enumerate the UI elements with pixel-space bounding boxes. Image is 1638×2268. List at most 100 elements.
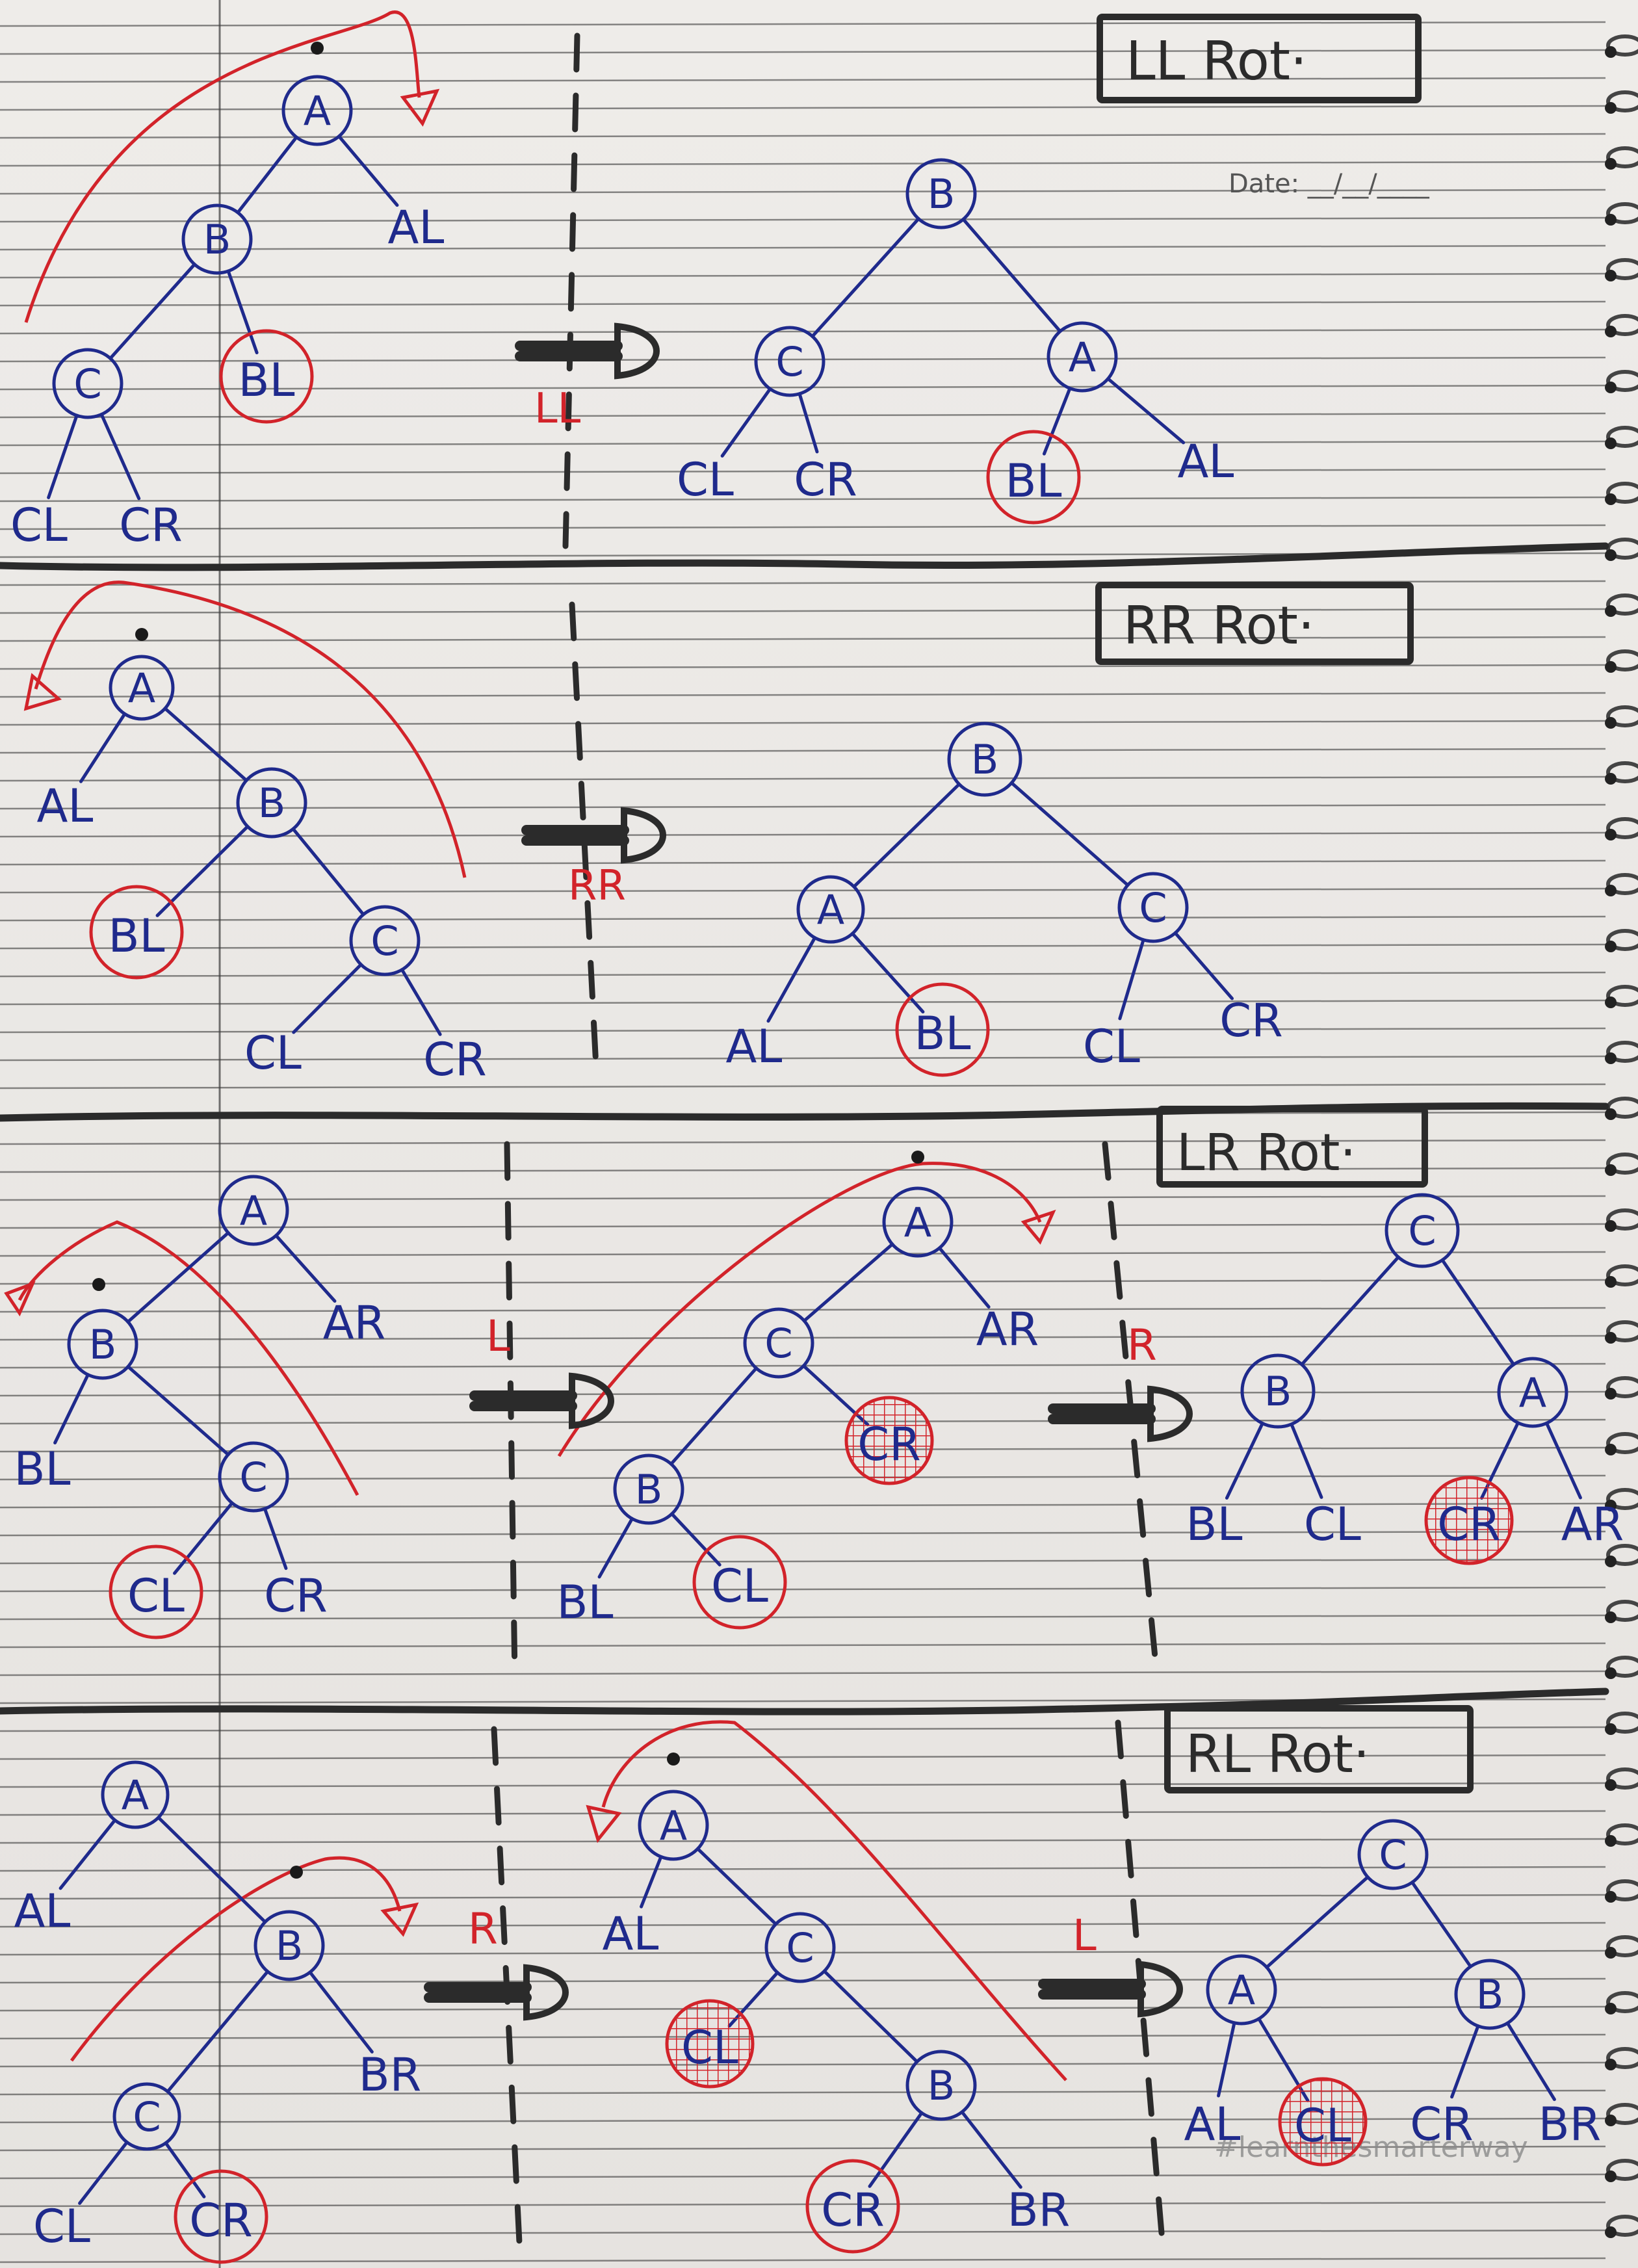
- node-label: C: [370, 917, 398, 965]
- node-circle: [1384, 1193, 1460, 1268]
- node-label: C: [133, 2093, 161, 2141]
- moved-subtree-marker: [1424, 1476, 1514, 1565]
- step-label-ll: LL: [534, 385, 581, 433]
- leaf-label: AL: [603, 1907, 659, 1961]
- tree-edge: [670, 1512, 722, 1567]
- tree-edge: [126, 1231, 230, 1323]
- node-label: A: [904, 1199, 931, 1246]
- node-label: B: [1264, 1368, 1292, 1415]
- leaf-label: CL: [677, 453, 734, 506]
- tree-edge: [1042, 386, 1072, 456]
- node-circle: [947, 722, 1022, 797]
- leaf-label: AL: [1178, 435, 1234, 488]
- node-label: C: [239, 1453, 267, 1501]
- node-circle: [236, 767, 307, 839]
- node-label: C: [73, 360, 101, 408]
- leaf-label: CL: [1304, 1498, 1361, 1551]
- leaf-label: AL: [14, 1884, 71, 1938]
- tree-edge: [47, 413, 79, 499]
- node-label: A: [304, 87, 331, 135]
- leaf-label: CL: [33, 2200, 90, 2253]
- tree-edge: [274, 1234, 337, 1303]
- heavy-nodes: [92, 42, 924, 1879]
- node-label: C: [1139, 884, 1167, 932]
- ruled-lines: [0, 21, 1606, 2263]
- highlight-circle: [895, 982, 990, 1077]
- node-label: B: [258, 779, 286, 827]
- tree-edge: [1217, 2021, 1236, 2098]
- tree-edge: [766, 936, 817, 1023]
- leaf-label: BL: [914, 1007, 970, 1060]
- leaf-label: BL: [14, 1442, 70, 1496]
- tree-edge: [337, 135, 399, 207]
- highlight-circle: [89, 885, 184, 980]
- leaf-label: AR: [1561, 1498, 1624, 1551]
- title-box-rr: RR Rot·: [1095, 582, 1414, 665]
- leaf-label: AL: [1184, 2098, 1241, 2151]
- node-label: B: [203, 216, 231, 263]
- section-titles: LL Rot· RR Rot· LR Rot· RL Rot·: [1095, 14, 1474, 1793]
- tree-edge: [292, 963, 363, 1034]
- section-title-rr: RR Rot·: [1123, 595, 1314, 656]
- tree-edge: [155, 825, 250, 917]
- leaf-label: CR: [857, 1418, 921, 1471]
- tree-edge: [291, 827, 365, 917]
- node-circle: [1240, 1353, 1316, 1429]
- tree-edge: [400, 968, 442, 1036]
- highlight-circle: [219, 329, 314, 424]
- node-circle: [743, 1307, 814, 1379]
- node-circle: [218, 1175, 289, 1246]
- tree-edge: [822, 1969, 919, 2064]
- leaf-label: BL: [1005, 454, 1061, 508]
- node-circle: [882, 1186, 954, 1258]
- node-label: B: [971, 736, 999, 783]
- tree-edge: [850, 932, 925, 1014]
- tree-edge: [79, 712, 127, 783]
- tree-edge: [852, 782, 961, 889]
- node-circle: [796, 875, 865, 944]
- tree-edge: [640, 1855, 663, 1909]
- tree-edge: [1118, 938, 1145, 1021]
- leaf-label: CL: [1294, 2099, 1351, 2152]
- leaf-label: CR: [794, 453, 857, 506]
- divider-3: [0, 1688, 1609, 1715]
- tree-edge: [670, 1366, 758, 1466]
- node-label: B: [928, 170, 956, 218]
- leaf-label: CL: [711, 1559, 768, 1613]
- tree-edge: [99, 413, 141, 501]
- tree-edge: [163, 707, 248, 783]
- tree-edge: [164, 2141, 206, 2198]
- leaf-label: AR: [976, 1303, 1039, 1356]
- highlight-circle: [692, 1535, 787, 1630]
- tree-edge: [1265, 1875, 1370, 1969]
- node-circle: [67, 1309, 138, 1380]
- title-box-ll: LL Rot·: [1097, 14, 1422, 103]
- moved-subtree-marker: [844, 1396, 934, 1485]
- node-circle: [1117, 872, 1189, 943]
- tree-edge: [1300, 1255, 1400, 1366]
- node-circle: [1046, 321, 1118, 393]
- step-labels: LL RR L R R L: [468, 385, 1157, 1961]
- node-label: B: [276, 1922, 304, 1970]
- tree-edge: [126, 1364, 230, 1457]
- node-circle: [52, 348, 124, 419]
- node-circle: [638, 1790, 709, 1861]
- node-label: B: [928, 2062, 956, 2109]
- tree-edge: [960, 2110, 1022, 2189]
- date-label: Date: __/__/____: [1228, 169, 1430, 199]
- tree-edge: [53, 1373, 90, 1445]
- leaf-label: CL: [1083, 1020, 1140, 1073]
- tree-edge: [696, 1847, 778, 1926]
- node-label: B: [1476, 1971, 1504, 2018]
- node-circle: [905, 2050, 977, 2121]
- tree-edge: [173, 1501, 234, 1575]
- node-circle: [905, 158, 977, 229]
- title-box-rl: RL Rot·: [1164, 1705, 1474, 1793]
